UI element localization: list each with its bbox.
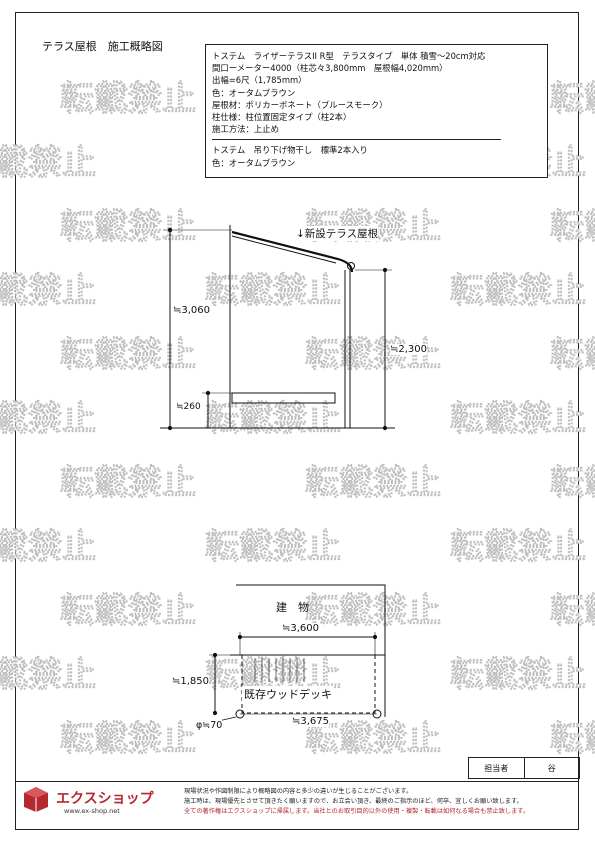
spec-divider xyxy=(212,139,501,141)
footer-note: 施工時は、現場優先とさせて頂きたく願いますので、お立会い頂き、最終のご指示のほど… xyxy=(184,798,523,805)
logo-icon xyxy=(24,787,48,812)
footer xyxy=(15,781,579,830)
dim-dot xyxy=(382,267,388,273)
wood-deck-elevation xyxy=(231,392,336,404)
staff-label: 担当者 xyxy=(484,763,509,773)
page-frame xyxy=(15,12,579,830)
spec-line: 間口ーメーター4000（柱芯々3,800mm 屋根幅4,020mm） xyxy=(212,63,448,74)
dim-dot xyxy=(382,425,388,431)
building-outline xyxy=(236,584,386,717)
spec-line: 色：オータムブラウン xyxy=(212,87,296,98)
post-diameter: φ≒70 xyxy=(196,720,223,731)
plan-view xyxy=(209,584,386,723)
roof-label: ↓新設テラス屋根 xyxy=(296,226,379,241)
footer-note: 全ての著作権はエクスショップに帰属します。当社とのお取引目的以外の使用・複製・転… xyxy=(184,808,530,815)
spec-line: トステム 吊り下げ物干し 標準2本入り xyxy=(212,145,368,156)
staff-name: 谷 xyxy=(523,758,580,778)
roof-footprint xyxy=(241,654,376,714)
dim-dot xyxy=(212,652,218,658)
dim-height-post: ≒2,300 xyxy=(390,344,428,355)
deck-hatch xyxy=(254,658,305,682)
gutter xyxy=(347,262,355,270)
dim-dot xyxy=(205,390,211,396)
dim-dot xyxy=(372,634,378,640)
footer-note: 現場状況や作図制限により概略図の内容と多少の違いが生じることがございます。 xyxy=(184,788,413,795)
dim-dot xyxy=(237,634,243,640)
spec-line: 出幅=6尺（1,785mm） xyxy=(212,75,307,86)
company-url: www.ex-shop.net xyxy=(64,807,120,815)
roof-panel xyxy=(231,230,354,273)
dim-width-top: ≒3,600 xyxy=(282,623,320,634)
dim-dot xyxy=(167,425,173,431)
footer-notes: 現場状況や作図制限により概略図の内容と多少の違いが生じることがございます。 施工… xyxy=(184,787,529,817)
company-logo-text: エクスショップ xyxy=(56,791,154,807)
dim-depth: ≒1,850 xyxy=(172,676,210,687)
elevation-view xyxy=(160,225,395,431)
dim-dot xyxy=(212,710,218,716)
roof-underside xyxy=(231,235,337,264)
spec-line: 柱仕様：柱位置固定タイプ（柱2本） xyxy=(212,112,352,123)
dim-width-bottom: ≒3,675 xyxy=(292,716,330,727)
spec-line: 施工方法：上止め xyxy=(212,124,279,135)
dim-dot xyxy=(167,227,173,233)
spec-line: 色：オータムブラウン xyxy=(212,157,296,168)
spec-box: トステム ライザーテラスII R型 テラスタイプ 単体 積雪～20cm対応 間口… xyxy=(205,44,548,178)
staff-box: 担当者 谷 xyxy=(468,757,580,779)
dim-height-total: ≒3,060 xyxy=(173,305,211,316)
spec-line: 屋根材：ポリカーボネート（ブルースモーク） xyxy=(212,99,388,110)
building-label: 建 物 xyxy=(276,601,309,614)
dim-height-deck: ≒260 xyxy=(176,402,201,412)
drawing-title: テラス屋根 施工概略図 xyxy=(42,40,163,53)
spec-line: トステム ライザーテラスII R型 テラスタイプ 単体 積雪～20cm対応 xyxy=(212,51,486,61)
deck-label: 既存ウッドデッキ xyxy=(242,686,334,702)
